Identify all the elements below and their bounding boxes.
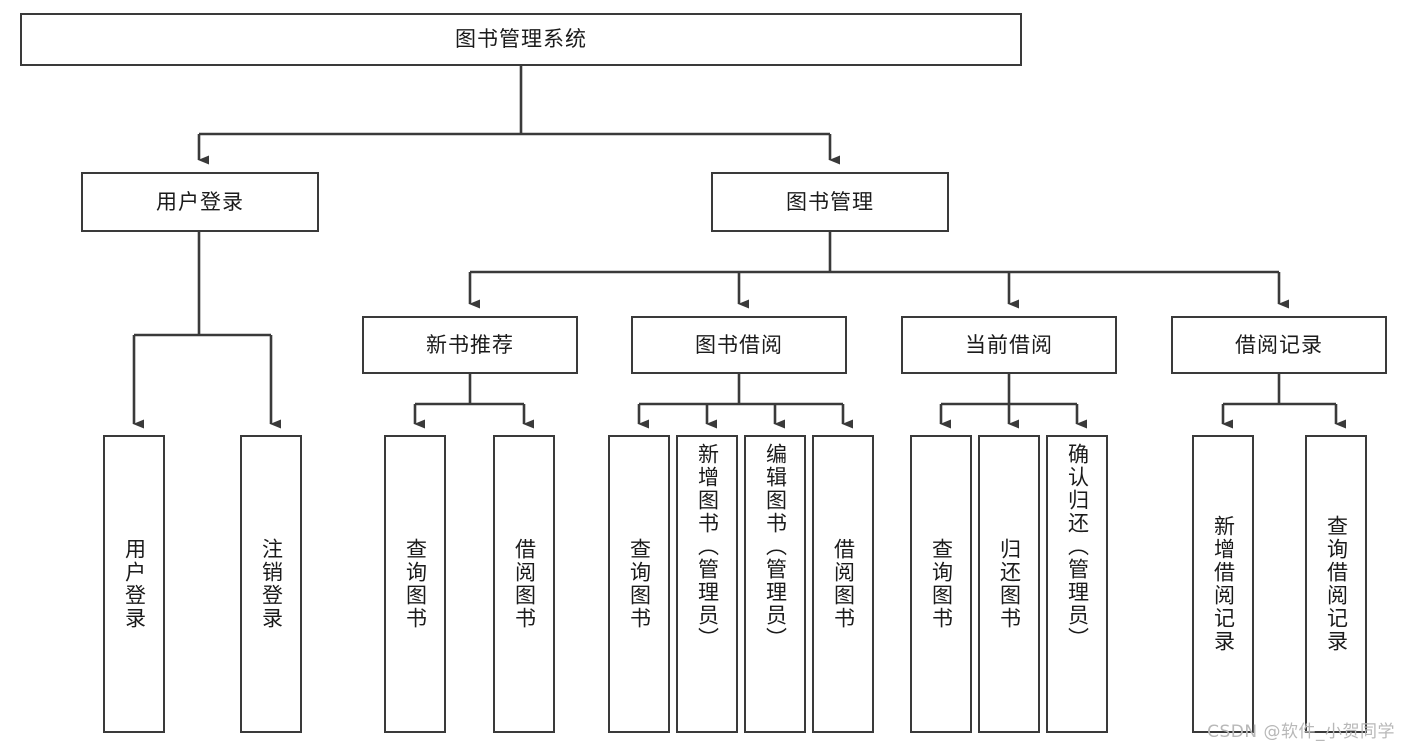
node-label: 编辑图书（管理员） [763,443,788,650]
node-label: 归还图书 [997,538,1022,630]
node-label: 查询图书 [403,538,428,630]
csdn-watermark: CSDN @软件_小贺同学 [1207,722,1395,742]
node-book-borrow[interactable]: 图书借阅 [631,316,847,374]
node-leaf-query-book-1[interactable]: 查询图书 [384,435,446,733]
node-book-management[interactable]: 图书管理 [711,172,949,232]
node-label: 新增图书（管理员） [695,443,720,650]
node-leaf-query-book-3[interactable]: 查询图书 [910,435,972,733]
node-new-book-recommend[interactable]: 新书推荐 [362,316,578,374]
node-leaf-confirm-return[interactable]: 确认归还（管理员） [1046,435,1108,733]
node-label: 注销登录 [259,538,284,630]
node-label: 新书推荐 [426,332,514,357]
node-leaf-borrow-book-1[interactable]: 借阅图书 [493,435,555,733]
node-label: 借阅图书 [831,538,856,630]
node-label: 查询借阅记录 [1324,515,1349,653]
node-user-login[interactable]: 用户登录 [81,172,319,232]
node-leaf-query-record[interactable]: 查询借阅记录 [1305,435,1367,733]
node-leaf-borrow-book-2[interactable]: 借阅图书 [812,435,874,733]
node-root-book-management-system[interactable]: 图书管理系统 [20,13,1022,66]
node-label: 图书管理系统 [455,27,587,52]
node-leaf-query-book-2[interactable]: 查询图书 [608,435,670,733]
node-label: 新增借阅记录 [1211,515,1236,653]
node-label: 借阅图书 [512,538,537,630]
node-label: 用户登录 [156,189,244,214]
node-borrow-record[interactable]: 借阅记录 [1171,316,1387,374]
node-leaf-add-book[interactable]: 新增图书（管理员） [676,435,738,733]
node-label: 当前借阅 [965,332,1053,357]
node-leaf-logout-login[interactable]: 注销登录 [240,435,302,733]
node-leaf-add-record[interactable]: 新增借阅记录 [1192,435,1254,733]
node-label: 图书管理 [786,189,874,214]
node-label: 用户登录 [122,538,147,630]
node-leaf-return-book[interactable]: 归还图书 [978,435,1040,733]
node-leaf-user-login[interactable]: 用户登录 [103,435,165,733]
node-label: 确认归还（管理员） [1065,443,1090,650]
node-label: 查询图书 [627,538,652,630]
node-label: 借阅记录 [1235,332,1323,357]
node-current-borrow[interactable]: 当前借阅 [901,316,1117,374]
node-label: 图书借阅 [695,332,783,357]
node-label: 查询图书 [929,538,954,630]
node-leaf-edit-book[interactable]: 编辑图书（管理员） [744,435,806,733]
